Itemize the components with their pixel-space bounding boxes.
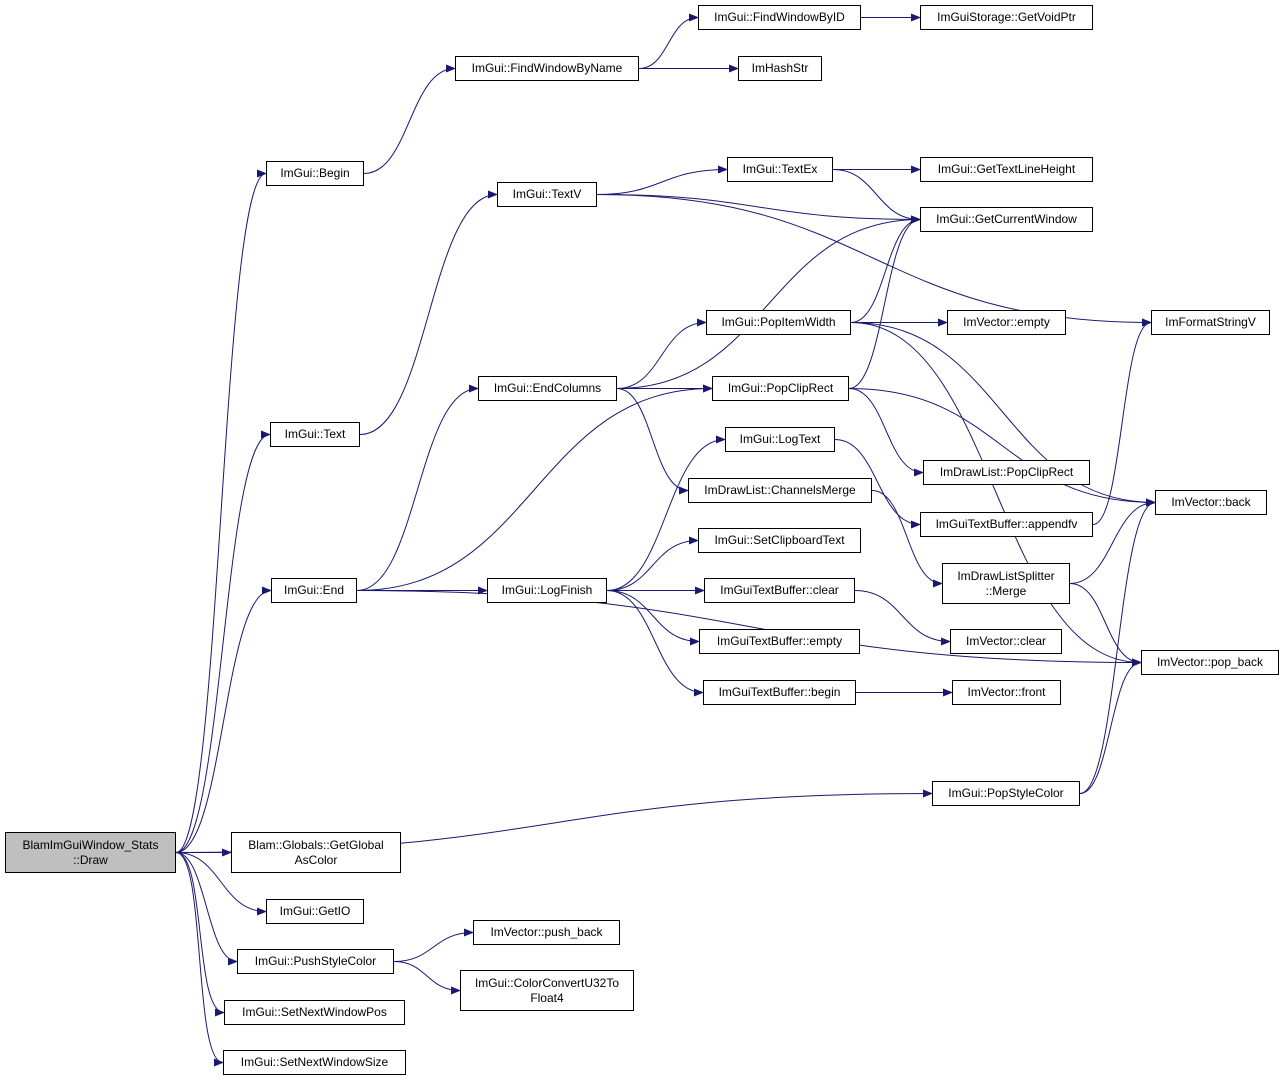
edge-endcolumns-to-popitemwidth — [616, 318, 707, 389]
node-imvector-pop-back[interactable]: ImVector::pop_back — [1141, 650, 1279, 675]
node-imgui-gettextlineheight[interactable]: ImGui::GetTextLineHeight — [920, 157, 1093, 182]
edge-pushstylecolor-to-colorconvert — [393, 961, 461, 995]
node-imgui-getio[interactable]: ImGui::GetIO — [266, 899, 364, 924]
edge-root-to-text — [175, 430, 271, 853]
node-blamimguiwindow-stats-draw: BlamImGuiWindow_Stats ::Draw — [5, 832, 176, 873]
edge-end-to-endcolumns — [356, 384, 479, 591]
edge-root-to-getio — [175, 852, 267, 916]
edge-textv-to-getcurrentwindow — [596, 194, 921, 224]
edge-popcliprect-to-vecback — [848, 388, 1156, 507]
node-imgui-textex[interactable]: ImGui::TextEx — [727, 157, 833, 182]
node-imgui-textv[interactable]: ImGui::TextV — [497, 182, 597, 207]
edge-textv-to-textex — [596, 165, 728, 195]
edge-logfinish-to-tbempty — [606, 590, 700, 646]
node-imdrawlistsplitter-merge[interactable]: ImDrawListSplitter ::Merge — [942, 563, 1070, 604]
edge-logfinish-to-logtext — [606, 435, 726, 591]
node-blam-globals-getglobalascolor[interactable]: Blam::Globals::GetGlobal AsColor — [231, 832, 401, 873]
node-imgui-setclipboardtext[interactable]: ImGui::SetClipboardText — [698, 528, 861, 553]
edge-popstylecolor-to-vecback — [1079, 498, 1156, 794]
edge-root-to-setnextwindowsize — [175, 852, 224, 1067]
node-imgui-setnextwindowpos[interactable]: ImGui::SetNextWindowPos — [224, 1000, 405, 1025]
node-imgui-pushstylecolor[interactable]: ImGui::PushStyleColor — [237, 949, 394, 974]
node-imgui-getcurrentwindow[interactable]: ImGui::GetCurrentWindow — [920, 207, 1093, 232]
edge-popcliprect-to-getcurrentwindow — [848, 215, 921, 389]
edge-end-to-popcliprect — [356, 384, 713, 591]
edge-popitemwidth-to-vecpopback — [850, 322, 1142, 667]
edge-popitemwidth-to-getcurrentwindow — [850, 215, 921, 323]
node-imformatstringv[interactable]: ImFormatStringV — [1151, 310, 1270, 335]
edge-channelsmerge-to-splittermerge — [871, 490, 943, 588]
node-imgui-begin[interactable]: ImGui::Begin — [266, 161, 364, 186]
node-imdrawlist-channelsmerge[interactable]: ImDrawList::ChannelsMerge — [688, 478, 872, 503]
node-imgui-end[interactable]: ImGui::End — [271, 578, 357, 603]
edge-endcolumns-to-getcurrentwindow — [616, 215, 921, 389]
node-imvector-front[interactable]: ImVector::front — [952, 680, 1061, 705]
node-imgui-findwindowbyname[interactable]: ImGui::FindWindowByName — [455, 56, 639, 81]
node-imvector-empty[interactable]: ImVector::empty — [947, 310, 1066, 335]
edge-logfinish-to-tbbegin — [606, 590, 704, 697]
edge-root-to-setnextwindowpos — [175, 852, 225, 1017]
edge-pushstylecolor-to-vecpushback — [393, 928, 474, 962]
node-imgui-text[interactable]: ImGui::Text — [270, 422, 360, 447]
node-imvector-clear[interactable]: ImVector::clear — [950, 629, 1062, 654]
edge-popitemwidth-to-vecback — [850, 322, 1156, 507]
edge-text-to-textv — [359, 190, 498, 435]
node-imgui-popitemwidth[interactable]: ImGui::PopItemWidth — [706, 310, 851, 335]
node-imguitextbuffer-clear[interactable]: ImGuiTextBuffer::clear — [704, 578, 855, 603]
node-imgui-popstylecolor[interactable]: ImGui::PopStyleColor — [932, 781, 1080, 806]
node-imgui-popcliprect[interactable]: ImGui::PopClipRect — [712, 376, 849, 401]
node-imvector-back[interactable]: ImVector::back — [1155, 490, 1267, 515]
edge-root-to-pushstylecolor — [175, 852, 238, 966]
node-imgui-logtext[interactable]: ImGui::LogText — [725, 427, 835, 452]
edge-root-to-begin — [175, 169, 267, 853]
node-imgui-logfinish[interactable]: ImGui::LogFinish — [487, 578, 607, 603]
edge-splittermerge-to-vecpopback — [1069, 583, 1142, 667]
edge-logtext-to-appendfv — [834, 439, 921, 529]
edge-root-to-end — [175, 586, 272, 853]
edge-endcolumns-to-channelsmerge — [616, 388, 689, 495]
node-imgui-setnextwindowsize[interactable]: ImGui::SetNextWindowSize — [223, 1050, 406, 1075]
edge-splittermerge-to-vecback — [1069, 498, 1156, 584]
node-imgui-colorconvertu32tofloat4[interactable]: ImGui::ColorConvertU32To Float4 — [460, 970, 634, 1011]
edge-tbclear-to-vecclear — [854, 590, 951, 646]
edge-appendfv-to-imformatstringv — [1092, 318, 1152, 525]
edge-findwindowbyname-to-findwindowbyid — [638, 13, 699, 69]
edge-begin-to-findwindowbyname — [363, 64, 456, 174]
node-imguistorage-getvoidptr[interactable]: ImGuiStorage::GetVoidPtr — [920, 5, 1093, 30]
node-imdrawlist-popcliprect[interactable]: ImDrawList::PopClipRect — [923, 460, 1090, 485]
node-imgui-endcolumns[interactable]: ImGui::EndColumns — [478, 376, 617, 401]
node-imguitextbuffer-empty[interactable]: ImGuiTextBuffer::empty — [699, 629, 860, 654]
edge-popcliprect-to-dlpopcliprect — [848, 388, 924, 477]
node-imgui-findwindowbyid[interactable]: ImGui::FindWindowByID — [698, 5, 861, 30]
edge-textex-to-getcurrentwindow — [832, 169, 921, 224]
edge-logfinish-to-setclipboardtext — [606, 536, 699, 591]
node-imguitextbuffer-appendfv[interactable]: ImGuiTextBuffer::appendfv — [920, 512, 1093, 537]
node-imhashstr[interactable]: ImHashStr — [738, 56, 822, 81]
node-imvector-push-back[interactable]: ImVector::push_back — [473, 920, 620, 945]
edge-popstylecolor-to-vecpopback — [1079, 658, 1142, 794]
node-imguitextbuffer-begin[interactable]: ImGuiTextBuffer::begin — [703, 680, 856, 705]
